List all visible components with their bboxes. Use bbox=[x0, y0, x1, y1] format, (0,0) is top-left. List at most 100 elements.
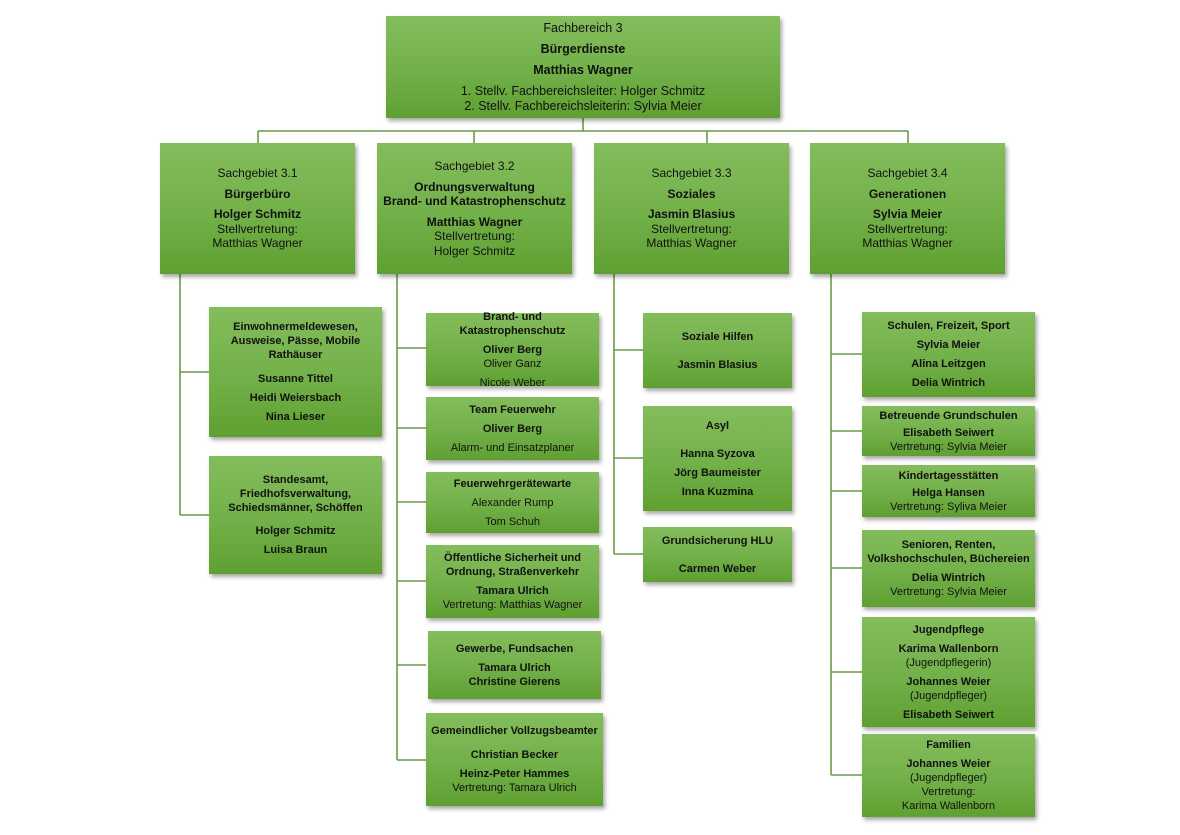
team-member: Delia Wintrich bbox=[911, 377, 986, 389]
team-member: Jörg Baumeister bbox=[674, 466, 761, 479]
team-node-feuerwehrgeraetewarte: Feuerwehrgerätewarte Alexander Rump Tom … bbox=[426, 472, 599, 533]
team-title-line: Senioren, Renten, bbox=[901, 539, 996, 551]
department-head: Jasmin Blasius bbox=[647, 207, 736, 222]
root-head: Matthias Wagner bbox=[533, 62, 633, 77]
team-title: Jugendpflege bbox=[912, 623, 985, 636]
department-name-line: Brand- und Katastrophenschutz bbox=[383, 194, 566, 208]
team-node-familien: Familien Johannes Weier (Jugendpfleger) … bbox=[862, 734, 1035, 817]
team-node-senioren: Senioren, Renten, Volkshochschulen, Büch… bbox=[862, 530, 1035, 607]
team-node-oeffentliche-sicherheit: Öffentliche Sicherheit und Ordnung, Stra… bbox=[426, 545, 599, 618]
department-deputy: Matthias Wagner bbox=[646, 236, 737, 251]
team-member: Nicole Weber bbox=[479, 376, 546, 389]
department-head: Sylvia Meier bbox=[872, 207, 943, 222]
team-member: Alina Leitzgen bbox=[911, 358, 986, 370]
team-lead: Christian Becker bbox=[470, 749, 559, 761]
team-deputy-label: Vertretung: bbox=[921, 786, 976, 798]
team-title: Gemeindlicher Vollzugsbeamter bbox=[431, 725, 598, 737]
team-lead: Elisabeth Seiwert bbox=[902, 426, 995, 439]
team-node-asyl: Asyl Hanna Syzova Jörg Baumeister Inna K… bbox=[643, 406, 792, 511]
team-node-team-feuerwehr: Team Feuerwehr Oliver Berg Alarm- und Ei… bbox=[426, 397, 599, 460]
department-node-3-1: Sachgebiet 3.1 Bürgerbüro Holger Schmitz… bbox=[160, 143, 355, 274]
department-node-3-2: Sachgebiet 3.2 Ordnungsverwaltung Brand-… bbox=[377, 143, 572, 274]
team-title-line: Rathäuser bbox=[268, 349, 323, 361]
root-name: Bürgerdienste bbox=[540, 41, 626, 56]
department-unit: Sachgebiet 3.3 bbox=[651, 166, 732, 181]
team-node-kindertagesstaetten: Kindertagesstätten Helga Hansen Vertretu… bbox=[862, 465, 1035, 517]
department-unit: Sachgebiet 3.1 bbox=[217, 166, 298, 181]
team-title: Schulen, Freizeit, Sport bbox=[887, 320, 1010, 332]
team-deputy: Vertretung: Tamara Ulrich bbox=[452, 782, 577, 794]
department-deputy: Matthias Wagner bbox=[212, 236, 303, 251]
department-deputy-label: Stellvertretung: bbox=[217, 221, 298, 236]
team-title-line: Volkshochschulen, Büchereien bbox=[867, 553, 1030, 565]
team-member: Alexander Rump bbox=[471, 496, 554, 509]
team-lead: Oliver Berg bbox=[482, 343, 543, 356]
department-deputy-label: Stellvertretung: bbox=[434, 229, 515, 243]
department-deputy: Holger Schmitz bbox=[433, 243, 516, 258]
team-lead: Heinz-Peter Hammes bbox=[459, 768, 570, 780]
team-node-betreuende-grundschulen: Betreuende Grundschulen Elisabeth Seiwer… bbox=[862, 406, 1035, 456]
team-lead: Johannes Weier bbox=[906, 758, 991, 770]
department-name-line: Ordnungsverwaltung bbox=[414, 179, 535, 194]
team-node-grundsicherung: Grundsicherung HLU Carmen Weber bbox=[643, 527, 792, 582]
team-title-line: Friedhofsverwaltung, bbox=[239, 488, 352, 500]
team-lead: Tamara Ulrich bbox=[478, 661, 551, 674]
team-member: Sylvia Meier bbox=[916, 339, 981, 351]
team-lead: Oliver Berg bbox=[482, 422, 543, 435]
department-name: Soziales bbox=[667, 186, 716, 201]
team-title: Gewerbe, Fundsachen bbox=[455, 642, 574, 655]
team-title-line: Ordnung, Straßenverkehr bbox=[445, 566, 580, 578]
department-head: Holger Schmitz bbox=[213, 207, 302, 222]
team-member: Holger Schmitz bbox=[255, 525, 336, 537]
team-member: Alarm- und Einsatzplaner bbox=[450, 441, 575, 454]
department-deputy-label: Stellvertretung: bbox=[651, 221, 732, 236]
team-node-einwohnermeldewesen: Einwohnermeldewesen, Ausweise, Pässe, Mo… bbox=[209, 307, 382, 437]
team-member: Nina Lieser bbox=[265, 411, 326, 423]
team-title-line: Ausweise, Pässe, Mobile bbox=[230, 335, 361, 347]
team-title: Soziale Hilfen bbox=[681, 330, 754, 343]
team-node-soziale-hilfen: Soziale Hilfen Jasmin Blasius bbox=[643, 313, 792, 388]
team-node-gewerbe-fundsachen: Gewerbe, Fundsachen Tamara Ulrich Christ… bbox=[428, 631, 601, 699]
root-deputy-2: 2. Stellv. Fachbereichsleiterin: Sylvia … bbox=[464, 98, 702, 113]
team-deputy: Vertretung: Syliva Meier bbox=[890, 500, 1007, 513]
team-member: Heidi Weiersbach bbox=[249, 392, 342, 404]
department-node-3-4: Sachgebiet 3.4 Generationen Sylvia Meier… bbox=[810, 143, 1005, 274]
department-name: Generationen bbox=[868, 186, 947, 201]
team-member: Hanna Syzova bbox=[680, 447, 755, 460]
team-member: Carmen Weber bbox=[678, 562, 757, 575]
team-lead-role: (Jugendpfleger) bbox=[909, 772, 988, 784]
department-name: Bürgerbüro bbox=[224, 186, 291, 201]
department-deputy-label: Stellvertretung: bbox=[867, 221, 948, 236]
department-node-3-3: Sachgebiet 3.3 Soziales Jasmin Blasius S… bbox=[594, 143, 789, 274]
team-title: Familien bbox=[926, 739, 971, 751]
team-deputy: Vertretung: Matthias Wagner bbox=[442, 599, 583, 611]
team-member: Oliver Ganz bbox=[483, 357, 542, 370]
department-deputy: Matthias Wagner bbox=[862, 236, 953, 251]
team-title: Kindertagesstätten bbox=[898, 469, 999, 482]
team-node-brand-katastrophenschutz: Brand- und Katastrophenschutz Oliver Ber… bbox=[426, 310, 599, 389]
team-node-jugendpflege: Jugendpflege Karima Wallenborn (Jugendpf… bbox=[862, 617, 1035, 727]
team-person-role: (Jugendpfleger) bbox=[909, 689, 988, 702]
team-member: Inna Kuzmina bbox=[681, 485, 754, 498]
team-lead: Tamara Ulrich bbox=[476, 585, 549, 597]
team-lead: Christine Gierens bbox=[468, 675, 561, 688]
team-member: Luisa Braun bbox=[263, 544, 328, 556]
team-title: Team Feuerwehr bbox=[469, 403, 556, 416]
team-title: Feuerwehrgerätewarte bbox=[453, 477, 572, 490]
team-title: Brand- und Katastrophenschutz bbox=[459, 310, 566, 337]
team-node-schulen-freizeit-sport: Schulen, Freizeit, Sport Sylvia Meier Al… bbox=[862, 312, 1035, 397]
department-unit: Sachgebiet 3.2 bbox=[434, 159, 515, 173]
team-deputy: Vertretung: Sylvia Meier bbox=[890, 440, 1007, 453]
team-title-line: Schiedsmänner, Schöffen bbox=[228, 502, 363, 514]
root-unit: Fachbereich 3 bbox=[543, 20, 623, 35]
team-title-line: Einwohnermeldewesen, bbox=[233, 321, 358, 333]
department-unit: Sachgebiet 3.4 bbox=[867, 166, 948, 181]
team-person-name: Johannes Weier bbox=[906, 675, 991, 688]
root-deputy-1: 1. Stellv. Fachbereichsleiter: Holger Sc… bbox=[460, 83, 706, 98]
team-title: Asyl bbox=[705, 419, 730, 432]
team-person-name: Elisabeth Seiwert bbox=[902, 708, 995, 721]
team-lead: Delia Wintrich bbox=[911, 572, 986, 584]
team-person-name: Karima Wallenborn bbox=[898, 642, 999, 655]
team-lead: Helga Hansen bbox=[912, 486, 985, 499]
team-deputy: Karima Wallenborn bbox=[901, 800, 996, 812]
